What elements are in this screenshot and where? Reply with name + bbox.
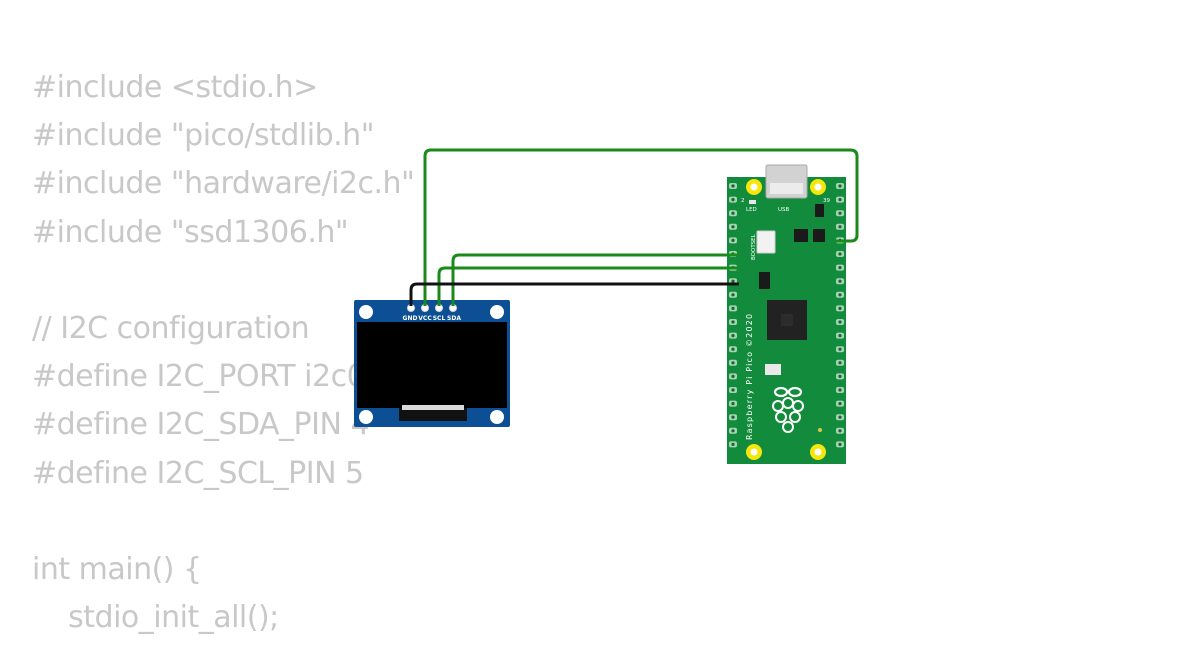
- pico-pin-hole: [731, 320, 735, 324]
- raspberry-pi-pico[interactable]: 2 39 LED USB BOOTSEL Raspberry Pi: [727, 164, 846, 464]
- pico-pin-hole: [838, 388, 842, 392]
- oled-ribbon: [399, 408, 467, 421]
- pico-mount-hole: [750, 448, 758, 456]
- code-line: #include "hardware/i2c.h": [32, 166, 415, 202]
- pico-pin-hole: [731, 429, 735, 433]
- code-line: stdio_init_all();: [32, 600, 279, 636]
- oled-pin-label-gnd: GND: [403, 315, 418, 322]
- pico-corner-number-right: 39: [823, 198, 830, 204]
- pico-pin-hole: [731, 334, 735, 338]
- pico-test-point: [818, 428, 822, 432]
- oled-mount-hole: [490, 305, 504, 319]
- pico-pin-hole: [838, 402, 842, 406]
- wire-sda[interactable]: [451, 253, 739, 306]
- code-line: #define I2C_PORT i2c0: [32, 359, 366, 395]
- bootsel-button[interactable]: [756, 230, 776, 254]
- pico-mount-hole: [750, 183, 758, 191]
- pico-pin-hole: [731, 388, 735, 392]
- code-line: #include "ssd1306.h": [32, 214, 349, 250]
- pico-pin-hole: [838, 429, 842, 433]
- pico-pin-hole: [731, 361, 735, 365]
- pico-pin-hole: [838, 334, 842, 338]
- oled-display[interactable]: GND VCC SCL SDA: [354, 300, 510, 427]
- pico-pin-hole: [731, 225, 735, 229]
- pico-pin-hole: [731, 211, 735, 215]
- oled-pin-label-scl: SCL: [433, 315, 446, 322]
- pico-board-label: Raspberry Pi Pico ©2020: [745, 313, 754, 440]
- pico-pin-hole: [838, 347, 842, 351]
- pico-led: [749, 200, 756, 204]
- oled-pin-label-vcc: VCC: [418, 315, 432, 322]
- wire-gnd[interactable]: [409, 282, 739, 306]
- pico-pin-hole: [731, 415, 735, 419]
- pico-chip: [794, 229, 808, 242]
- wires: [409, 148, 859, 306]
- pico-pin-hole: [838, 279, 842, 283]
- pico-mount-hole: [814, 448, 822, 456]
- pico-pin-hole: [838, 374, 842, 378]
- wire-scl[interactable]: [437, 266, 739, 306]
- code-line: #define I2C_SCL_PIN 5: [32, 455, 364, 491]
- pico-corner-number-left: 2: [741, 198, 745, 204]
- pico-crystal: [765, 364, 781, 375]
- pico-pin-hole: [838, 198, 842, 202]
- pico-pin-hole: [731, 238, 735, 242]
- pico-pin-hole: [838, 306, 842, 310]
- pico-pin-hole: [838, 225, 842, 229]
- pico-mount-hole: [814, 183, 822, 191]
- circuit-diagram: GND VCC SCL SDA 2 39 LED USB BOOTSEL: [354, 148, 859, 464]
- oled-mount-hole: [490, 410, 504, 424]
- pico-pin-hole: [731, 374, 735, 378]
- pico-pin-hole: [838, 184, 842, 188]
- pico-pin-hole: [731, 293, 735, 297]
- oled-screen: [357, 322, 507, 408]
- pico-led-label: LED: [746, 207, 757, 213]
- pico-pin-hole: [838, 361, 842, 365]
- oled-mount-hole: [359, 305, 373, 319]
- pico-usb-label: USB: [778, 207, 790, 213]
- pico-pin-hole: [838, 442, 842, 446]
- rp2040-chip-logo: [781, 314, 793, 326]
- code-line: #include "pico/stdlib.h": [32, 118, 375, 154]
- pico-pin-hole: [838, 293, 842, 297]
- code-line: int main() {: [32, 551, 202, 587]
- pico-pin-hole: [731, 279, 735, 283]
- pico-pin-hole: [838, 252, 842, 256]
- code-background: #include <stdio.h> #include "pico/stdlib.…: [32, 68, 415, 646]
- oled-pin-label-sda: SDA: [447, 315, 461, 322]
- pico-chip: [813, 229, 825, 242]
- pico-chip: [815, 204, 824, 217]
- pico-pin-hole: [838, 266, 842, 270]
- pico-pin-hole: [838, 415, 842, 419]
- pico-pin-hole: [838, 211, 842, 215]
- pico-pin-hole: [731, 347, 735, 351]
- pico-pin-hole: [731, 198, 735, 202]
- raspberry-logo-icon: [772, 386, 804, 433]
- oled-mount-hole: [359, 410, 373, 424]
- pico-pin-hole: [731, 184, 735, 188]
- usb-port-inner: [770, 183, 803, 194]
- pico-pin-hole: [731, 306, 735, 310]
- pico-bootsel-label: BOOTSEL: [751, 233, 757, 260]
- pico-pin-hole: [731, 442, 735, 446]
- pico-pin-hole: [731, 402, 735, 406]
- code-line: #include <stdio.h>: [32, 70, 318, 105]
- code-line: // I2C configuration: [32, 310, 310, 346]
- pico-pin-hole: [838, 320, 842, 324]
- pico-chip: [759, 272, 770, 289]
- wire-vcc[interactable]: [423, 148, 859, 306]
- oled-ribbon-edge: [402, 405, 464, 410]
